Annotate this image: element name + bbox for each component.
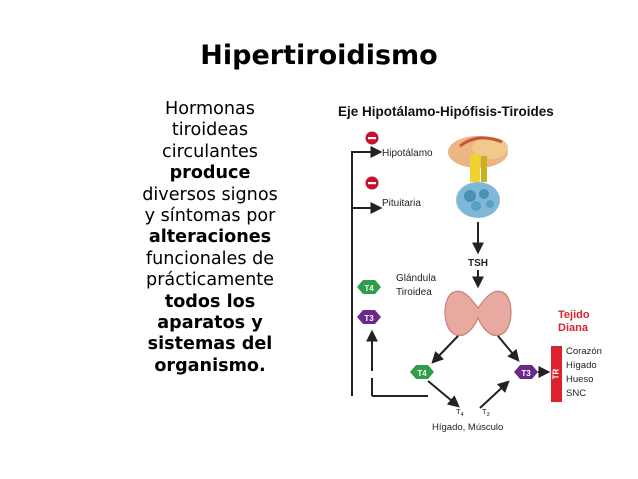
target-hueso: Hueso — [566, 374, 593, 385]
svg-text:T3: T3 — [521, 369, 531, 378]
body-line: Hormonas — [165, 99, 255, 119]
pituitary-illustration — [456, 182, 500, 218]
t4-hexagon-middle: T4 — [410, 365, 434, 379]
diagram-title: Eje Hipotálamo-Hipófisis-Tiroides — [338, 104, 554, 119]
thyroid-illustration — [444, 290, 512, 337]
target-corazon: Corazón — [566, 346, 602, 357]
target-snc: SNC — [566, 388, 586, 399]
tejido-label: Tejido — [558, 309, 590, 321]
hpt-axis-diagram: Eje Hipotálamo-Hipófisis-Tiroides Hipotá… — [338, 104, 602, 433]
glandula-label: Glándula — [396, 273, 436, 284]
body-line: funcionales de — [145, 248, 275, 269]
body-line: produce — [169, 163, 251, 184]
body-line: diversos signos — [142, 184, 278, 205]
body-line: sistemas del — [147, 334, 273, 355]
svg-text:T3: T3 — [364, 314, 374, 323]
tr-receptor-bar: TR — [551, 346, 562, 402]
tiroidea-label: Tiroidea — [396, 287, 432, 298]
body-line: aparatos y — [157, 313, 263, 334]
brain-illustration — [448, 136, 508, 182]
negative-feedback-icon — [365, 131, 379, 145]
arrow-t4-to-t3 — [427, 380, 460, 408]
tsh-label: TSH — [468, 258, 488, 269]
target-higado: Hígado — [566, 360, 597, 371]
svg-text:TR: TR — [552, 368, 561, 379]
pituitaria-label: Pituitaria — [382, 198, 421, 209]
t3-hexagon: T3 — [357, 310, 381, 324]
body-line: organismo. — [154, 355, 266, 376]
negative-feedback-icon — [365, 176, 379, 190]
body-line: todos los — [164, 291, 256, 312]
arrow-thyroid-to-t3 — [497, 335, 520, 362]
body-line: y síntomas por — [144, 206, 276, 227]
higado-musculo-label: Hígado, Músculo — [432, 422, 503, 433]
bottom-t3-label: T3 — [482, 407, 490, 418]
t3-hexagon-right: T3 — [514, 365, 538, 379]
feedback-loop — [351, 146, 383, 396]
t4-hexagon: T4 — [357, 280, 381, 294]
body-line: tiroideas — [171, 120, 249, 141]
slide-title: Hipertiroidismo — [200, 40, 438, 71]
bottom-t4-label: T4 — [456, 407, 464, 418]
arrow-to-t3 — [479, 380, 510, 409]
body-line: alteraciones — [148, 227, 272, 248]
svg-text:T4: T4 — [417, 369, 427, 378]
hipotalamo-label: Hipotálamo — [382, 148, 433, 159]
diana-label: Diana — [558, 322, 589, 334]
body-line: prácticamente — [146, 270, 274, 291]
arrow-thyroid-to-t4 — [431, 335, 459, 364]
body-line: circulantes — [162, 141, 258, 162]
svg-text:T4: T4 — [364, 284, 374, 293]
body-text: Hormonas tiroideas circulantes produce d… — [112, 99, 308, 377]
